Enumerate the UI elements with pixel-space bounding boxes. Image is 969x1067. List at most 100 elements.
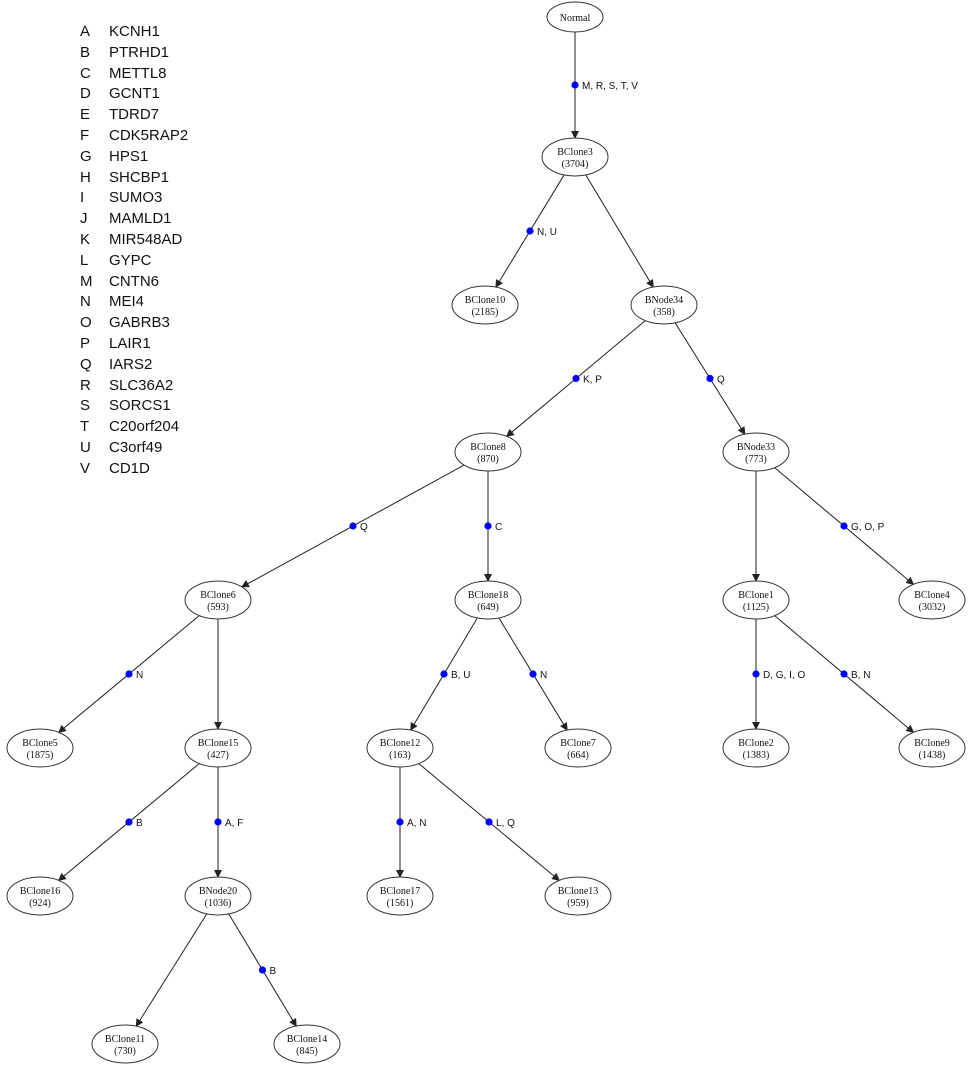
legend-gene: KCNH1 xyxy=(109,23,160,40)
tree-node: BClone7(664) xyxy=(544,728,612,768)
node-count: (163) xyxy=(389,750,411,761)
tree-node: BNode34(358) xyxy=(630,285,698,325)
tree-edge: N xyxy=(58,615,200,734)
node-count: (924) xyxy=(29,898,51,909)
node-count: (1438) xyxy=(919,750,946,761)
node-ellipse xyxy=(454,580,522,620)
edge-label: D, G, I, O xyxy=(763,670,805,681)
legend-key: P xyxy=(80,335,91,352)
legend-gene: SORCS1 xyxy=(109,397,171,415)
node-name: BClone17 xyxy=(380,886,421,897)
node-ellipse xyxy=(454,432,522,472)
legend-key: N xyxy=(80,293,91,311)
tree-node: BClone18(649) xyxy=(454,580,522,620)
edge-label: M, R, S, T, V xyxy=(582,81,638,92)
legend-key: O xyxy=(80,314,92,332)
legend-gene: MIR548AD xyxy=(109,231,183,248)
legend-key: F xyxy=(80,127,90,144)
edge-label: B xyxy=(136,818,143,829)
legend-key: V xyxy=(80,459,91,477)
tree-node: BNode33(773) xyxy=(722,432,790,472)
tree-edge: L, Q xyxy=(418,763,560,882)
mutation-dot xyxy=(706,374,714,383)
node-ellipse xyxy=(273,1024,341,1064)
mutation-dot xyxy=(214,818,222,826)
legend-key: H xyxy=(80,168,91,186)
node-count: (1036) xyxy=(205,898,232,909)
node-ellipse xyxy=(6,728,74,768)
tree-node: BClone4(3032) xyxy=(898,580,966,620)
node-name: BClone13 xyxy=(558,886,599,897)
legend-gene: TDRD7 xyxy=(109,106,160,124)
legend-key: A xyxy=(80,23,91,40)
node-ellipse xyxy=(184,580,252,620)
legend-gene: GABRB3 xyxy=(109,314,170,332)
mutation-dot xyxy=(396,818,404,826)
tree-edge: A, N xyxy=(396,767,426,878)
node-count: (1561) xyxy=(387,898,414,909)
mutation-dot xyxy=(485,818,493,826)
legend-key: I xyxy=(80,189,85,207)
legend-gene: LAIR1 xyxy=(109,335,151,352)
tree-edge: B xyxy=(228,913,297,1027)
tree-edge: N, U xyxy=(495,174,565,288)
legend-gene: SUMO3 xyxy=(109,189,163,207)
node-ellipse xyxy=(898,728,966,768)
node-name: BNode20 xyxy=(199,886,237,897)
legend-key: Q xyxy=(80,355,92,373)
node-ellipse xyxy=(722,728,790,768)
edge-label: C xyxy=(495,522,502,533)
node-count: (664) xyxy=(567,750,589,761)
tree-node: BClone15(427) xyxy=(184,728,252,768)
node-ellipse xyxy=(184,728,252,768)
node-count: (1383) xyxy=(743,750,770,761)
node-name: Normal xyxy=(560,13,591,24)
node-ellipse xyxy=(541,137,609,177)
edge-label: A, F xyxy=(225,818,243,829)
legend-gene: IARS2 xyxy=(109,355,153,373)
legend-key: T xyxy=(80,418,90,436)
node-name: BClone1 xyxy=(738,590,774,601)
tree-edge: B, N xyxy=(774,615,915,733)
edge-arrow xyxy=(135,913,208,1027)
legend-gene: MAMLD1 xyxy=(109,210,172,228)
legend-key: U xyxy=(80,439,91,456)
tree-node: BClone12(163) xyxy=(366,728,434,768)
tree-node: BClone5(1875) xyxy=(6,728,74,768)
mutation-dot xyxy=(125,818,133,826)
edge-arrow xyxy=(585,174,654,288)
mutation-dot xyxy=(840,522,848,530)
tree-edge xyxy=(585,174,654,288)
legend-gene: C20orf204 xyxy=(109,418,180,436)
tree-node: BClone13(959) xyxy=(544,876,612,916)
legend-key: J xyxy=(80,210,88,228)
node-count: (3704) xyxy=(562,159,589,170)
tree-edge: A, F xyxy=(214,767,243,878)
edge-label: B xyxy=(270,966,277,977)
node-name: BClone14 xyxy=(287,1034,328,1045)
node-name: BClone3 xyxy=(557,147,593,158)
legend-key: L xyxy=(80,251,89,269)
node-ellipse xyxy=(630,285,698,325)
node-name: BClone4 xyxy=(914,590,950,601)
node-ellipse xyxy=(451,285,519,325)
legend-key: B xyxy=(80,43,91,61)
node-name: BClone8 xyxy=(470,442,506,453)
legend-gene: SHCBP1 xyxy=(109,168,170,186)
node-count: (649) xyxy=(477,602,499,613)
node-ellipse xyxy=(6,876,74,916)
node-count: (2185) xyxy=(472,307,499,318)
tree-node: BClone17(1561) xyxy=(366,876,434,916)
node-name: BClone5 xyxy=(22,738,58,749)
edge-label: L, Q xyxy=(496,818,515,829)
tree-edge xyxy=(135,913,208,1027)
legend-gene: CDK5RAP2 xyxy=(109,127,189,144)
node-ellipse xyxy=(91,1024,159,1064)
edge-label: N xyxy=(136,670,143,681)
node-name: BClone11 xyxy=(105,1034,145,1045)
edge-label: B, N xyxy=(851,670,870,681)
tree-node: BClone8(870) xyxy=(454,432,522,472)
